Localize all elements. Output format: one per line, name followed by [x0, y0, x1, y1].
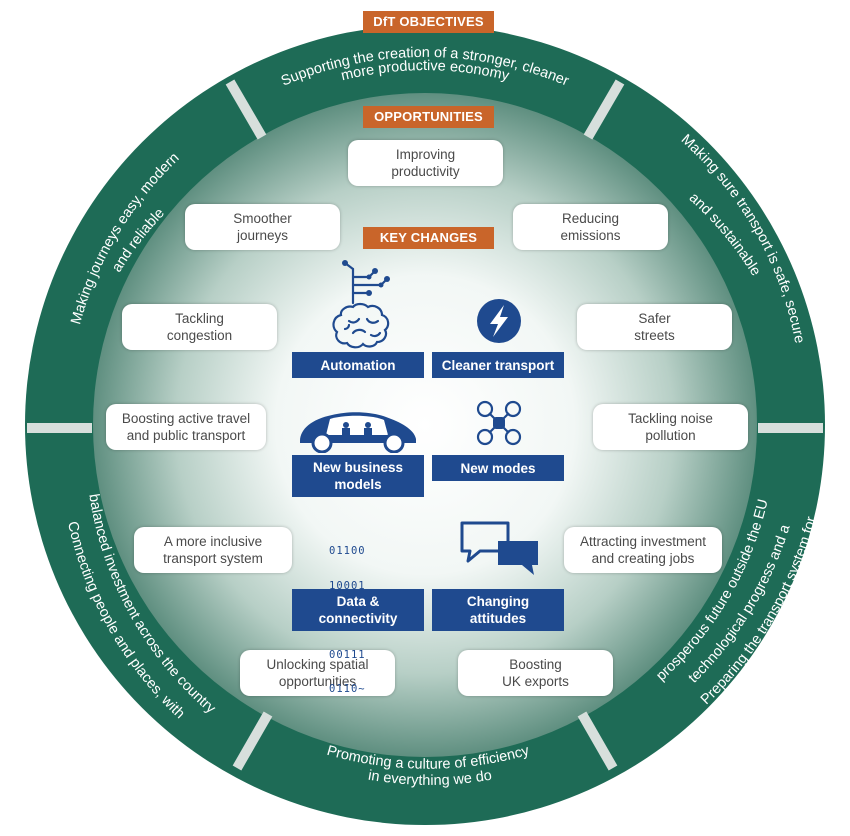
autonomous-car-icon	[300, 412, 416, 453]
key-change-data-connectivity: Data &connectivity	[292, 589, 424, 631]
lightning-bolt-icon	[477, 299, 521, 343]
key-change-new-modes: New modes	[432, 455, 564, 481]
brain-network-icon	[332, 260, 390, 349]
key-change-automation: Automation	[292, 352, 424, 378]
objective-bottom-line2: in everything we do	[367, 768, 493, 789]
key-change-cleaner-transport: Cleaner transport	[432, 352, 564, 378]
drone-icon	[476, 400, 522, 446]
key-changes-header: KEY CHANGES	[363, 227, 494, 249]
dft-objectives-header: DfT OBJECTIVES	[363, 11, 494, 33]
speech-bubbles-icon	[460, 521, 538, 575]
opportunities-header: OPPORTUNITIES	[363, 106, 494, 128]
